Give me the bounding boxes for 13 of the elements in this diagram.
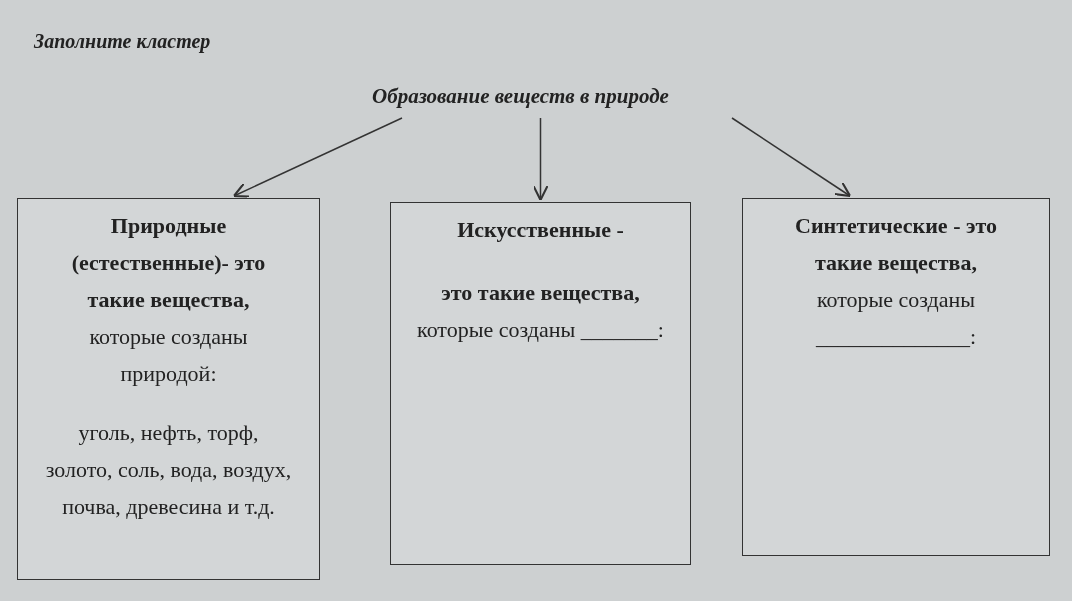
definition-text: Природные (естественные)- это такие вещества, которые созданы природой: xyxy=(70,212,267,388)
heading: Заполните кластер xyxy=(34,30,211,53)
category-box xyxy=(742,198,1050,556)
category-box xyxy=(17,198,320,580)
definition-text: уголь, нефть, торф, золото, соль, вода, воздух, почва, древесина и т.д. xyxy=(44,419,293,521)
arrow xyxy=(731,117,852,198)
definition-text: Искусственные - xyxy=(456,216,625,244)
arrow xyxy=(232,117,403,198)
definition-text: это такие вещества, которые созданы _______: xyxy=(417,279,664,344)
definition-text: Синтетические - это такие вещества, которые созданы ______________: xyxy=(794,212,998,351)
category-box xyxy=(390,202,691,565)
topic-label: Образование веществ в природе xyxy=(372,84,670,109)
arrow xyxy=(532,117,549,202)
